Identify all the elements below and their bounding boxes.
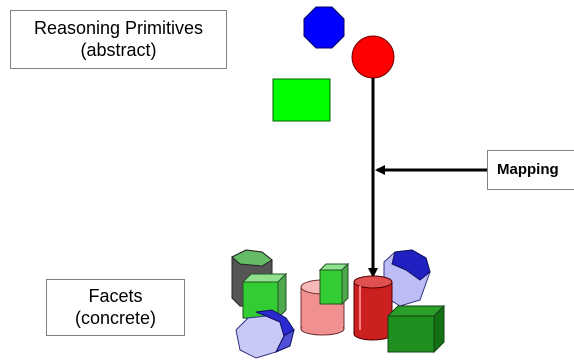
red-cylinder-icon bbox=[353, 275, 393, 341]
reasoning-primitives-title: Reasoning Primitives bbox=[33, 17, 204, 38]
green-square-primitive bbox=[272, 78, 331, 122]
facets-cluster-icon bbox=[231, 249, 446, 359]
facets-title: Facets bbox=[88, 285, 143, 306]
reasoning-primitives-subtitle: (abstract) bbox=[80, 39, 157, 60]
red-circle-primitive bbox=[351, 35, 395, 79]
lavender-octagon-prism-icon bbox=[235, 309, 295, 359]
blue-octagon-prism-right-icon bbox=[383, 249, 431, 307]
green-cube-small-icon bbox=[318, 262, 350, 306]
blue-octagon-primitive bbox=[303, 6, 345, 49]
green-cube-right-icon bbox=[386, 304, 446, 354]
reasoning-primitives-label: Reasoning Primitives (abstract) bbox=[10, 10, 227, 69]
mapping-text: Mapping bbox=[497, 161, 559, 178]
mapping-label: Mapping bbox=[487, 150, 574, 190]
facets-label: Facets (concrete) bbox=[46, 279, 185, 336]
facets-subtitle: (concrete) bbox=[74, 307, 157, 328]
